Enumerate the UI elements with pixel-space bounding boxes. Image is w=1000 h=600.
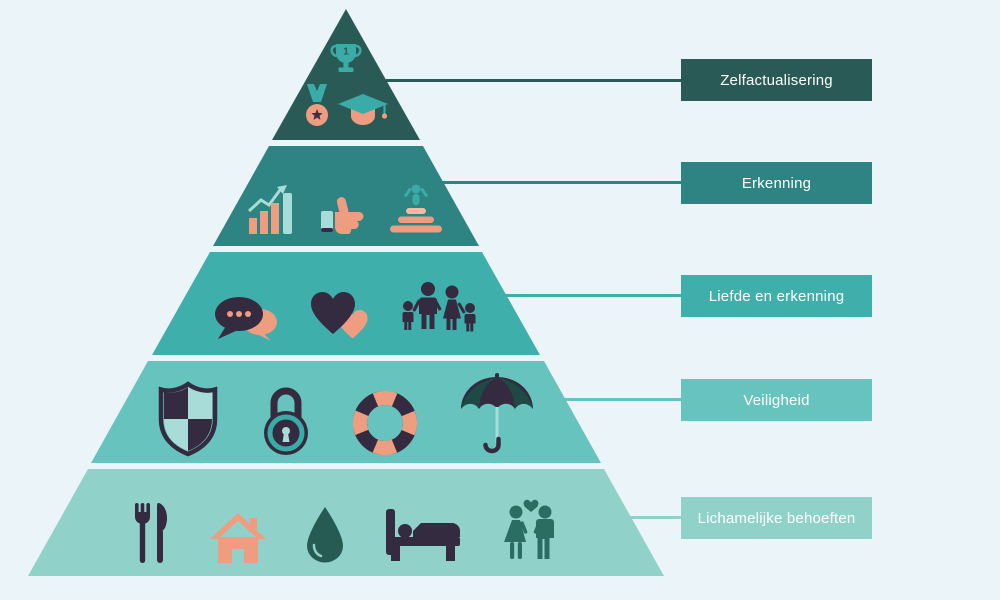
umbrella-icon [457, 373, 537, 457]
shield-icon [155, 381, 221, 457]
label-zelfactualisering: Zelfactualisering [681, 59, 872, 101]
graduation-cap-icon [338, 94, 388, 128]
connector-zelfactualisering [386, 79, 681, 82]
label-erkenning: Erkenning [681, 162, 872, 204]
level-1-icons: 1 [272, 9, 420, 140]
connector-erkenning [442, 181, 681, 184]
padlock-icon [259, 381, 313, 457]
growth-chart-icon [247, 184, 301, 234]
level-1-icon-row [304, 84, 388, 128]
couple-icon [502, 499, 560, 563]
house-icon [210, 513, 266, 563]
label-veiligheid-text: Veiligheid [743, 391, 810, 409]
cutlery-icon [132, 503, 170, 563]
medal-icon [304, 84, 330, 128]
pyramid-level-veiligheid [91, 361, 601, 463]
level-2-icons [213, 184, 479, 246]
lifebuoy-icon [351, 389, 419, 457]
label-lichamelijke-behoeften-text: Lichamelijke behoeften [697, 509, 856, 527]
connector-liefde-en-erkenning [505, 294, 681, 297]
label-veiligheid: Veiligheid [681, 379, 872, 421]
trophy-icon: 1 [328, 42, 364, 76]
family-icon [399, 281, 479, 341]
label-zelfactualisering-text: Zelfactualisering [720, 71, 833, 89]
level-4-icons [91, 373, 601, 463]
bed-icon [384, 507, 462, 563]
pyramid-level-lichamelijke-behoeften [28, 469, 664, 576]
connector-lichamelijke-behoeften [630, 516, 681, 519]
thumbs-up-icon [321, 196, 367, 234]
svg-text:1: 1 [343, 47, 349, 58]
person-on-podium-icon [387, 184, 445, 234]
pyramid-level-liefde-en-erkenning [152, 252, 540, 355]
level-3-icons [152, 281, 540, 355]
label-liefde-en-erkenning-text: Liefde en erkenning [708, 287, 845, 305]
pyramid-level-erkenning [213, 146, 479, 246]
water-drop-icon [306, 507, 344, 563]
pyramid-level-zelfactualisering: 1 [272, 9, 420, 140]
connector-veiligheid [563, 398, 681, 401]
hearts-icon [309, 291, 369, 341]
speech-bubbles-icon [213, 295, 279, 341]
label-erkenning-text: Erkenning [741, 174, 812, 192]
label-lichamelijke-behoeften: Lichamelijke behoeften [681, 497, 872, 539]
level-5-icons [28, 499, 664, 576]
label-liefde-en-erkenning: Liefde en erkenning [681, 275, 872, 317]
